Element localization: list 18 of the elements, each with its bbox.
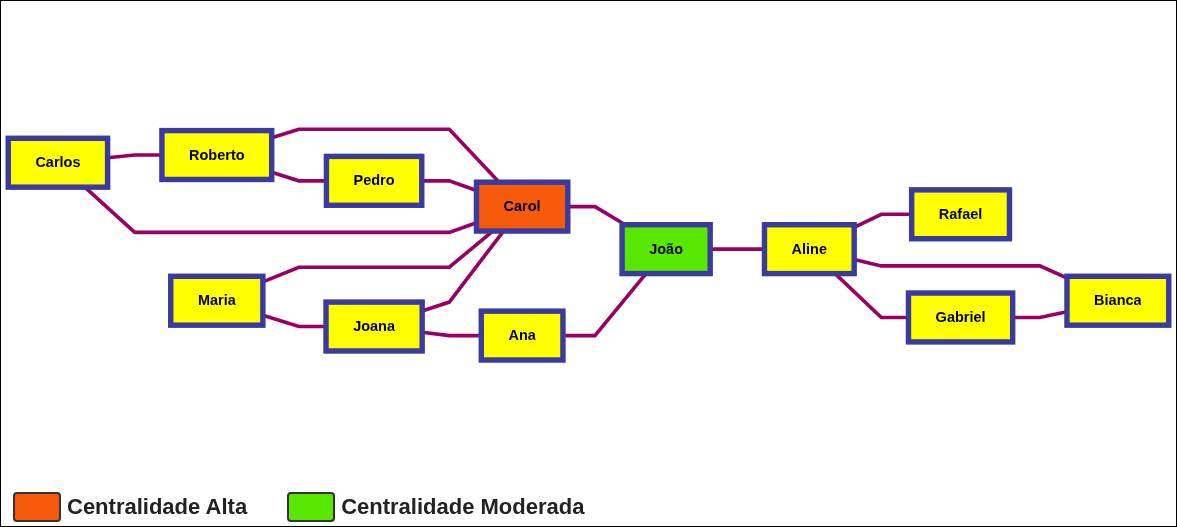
connector xyxy=(271,127,501,184)
node-box: Bianca xyxy=(1064,273,1172,328)
node-box: Aline xyxy=(761,221,857,277)
legend-label: Centralidade Moderada xyxy=(341,494,585,520)
connector xyxy=(710,247,765,251)
connector xyxy=(271,170,327,183)
legend-label: Centralidade Alta xyxy=(67,494,248,520)
node-box: Gabriel xyxy=(905,290,1016,345)
node-box: Carlos xyxy=(5,135,111,190)
node-box: Maria xyxy=(168,273,266,328)
node-box: Roberto xyxy=(159,127,275,183)
node-box: Joana xyxy=(323,299,425,354)
node-box: Carol xyxy=(473,179,571,234)
connector xyxy=(107,153,162,160)
node-box: João xyxy=(619,221,713,277)
node-box: Ana xyxy=(478,308,566,363)
node-box: Pedro xyxy=(323,153,425,208)
node-box: Rafael xyxy=(908,187,1013,242)
